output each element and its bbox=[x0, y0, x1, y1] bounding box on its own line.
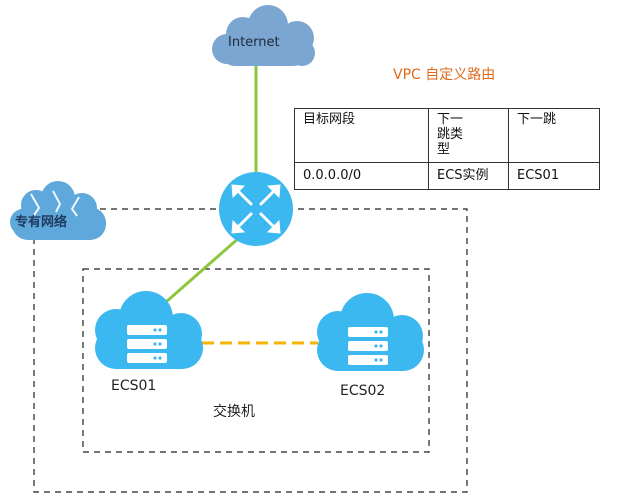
route-table-header-text: 下一跳类型 bbox=[437, 112, 464, 157]
route-table-header-cell: 目标网段 bbox=[294, 108, 429, 163]
route-table-header-cell: 下一跳 bbox=[508, 108, 600, 163]
route-table-cell: ECS实例 bbox=[428, 162, 509, 190]
route-table-row: 0.0.0.0/0 ECS实例 ECS01 bbox=[294, 162, 600, 190]
internet-label: Internet bbox=[228, 35, 280, 50]
ecs01-label: ECS01 bbox=[111, 378, 157, 394]
vpc-boundary bbox=[33, 208, 468, 493]
router-icon bbox=[219, 172, 293, 246]
vswitch-label: 交换机 bbox=[213, 404, 255, 420]
ecs02-label: ECS02 bbox=[340, 383, 386, 399]
route-table-title: VPC 自定义路由 bbox=[393, 67, 496, 83]
route-table-header-cell: 下一跳类型 bbox=[428, 108, 509, 163]
internet-cloud-icon bbox=[212, 5, 315, 66]
route-table-cell: 0.0.0.0/0 bbox=[294, 162, 429, 190]
ecs01-icon bbox=[95, 291, 203, 369]
route-table-cell: ECS01 bbox=[508, 162, 600, 190]
route-table-header-row: 目标网段 下一跳类型 下一跳 bbox=[294, 108, 600, 163]
ecs02-icon bbox=[317, 293, 424, 371]
route-table: 目标网段 下一跳类型 下一跳 0.0.0.0/0 ECS实例 ECS01 bbox=[294, 108, 600, 190]
vpc-cloud-icon bbox=[10, 181, 106, 240]
vpc-label: 专有网络 bbox=[15, 215, 68, 230]
